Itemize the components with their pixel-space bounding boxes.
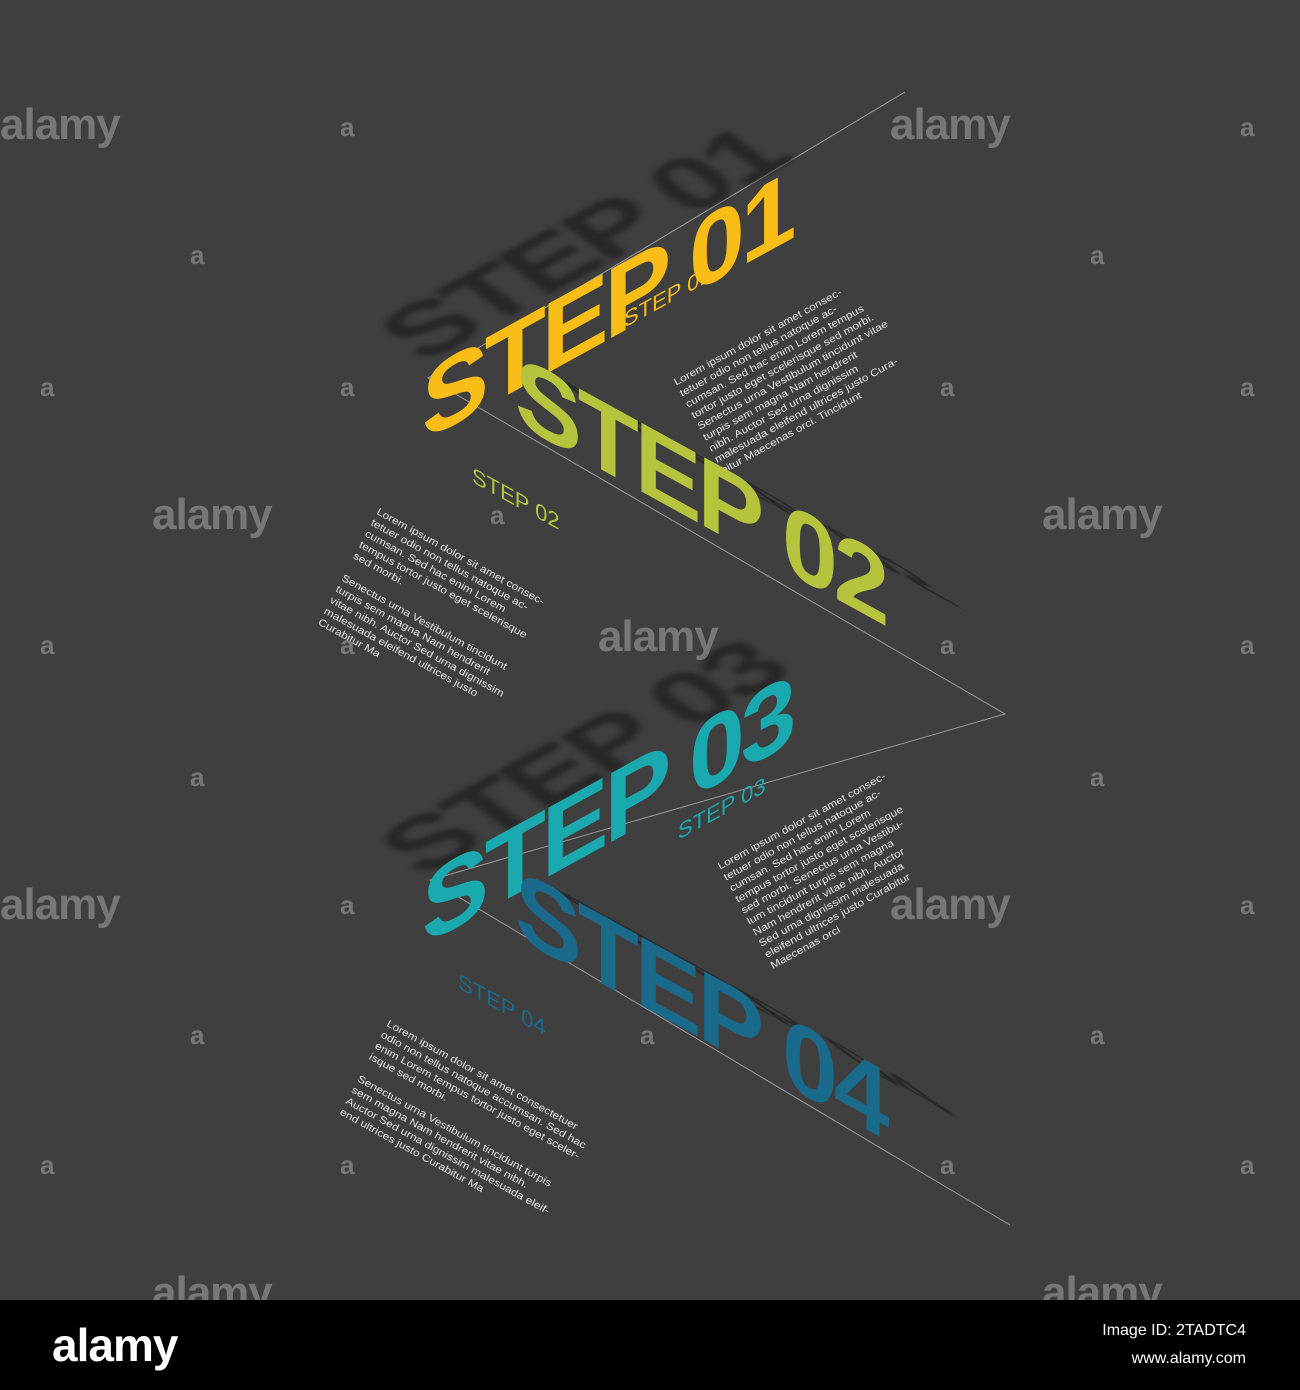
watermark-letter: a [190,1020,205,1050]
watermark-letter: a [1240,112,1255,142]
watermark-logo: alamy [598,612,719,661]
watermark-letter: a [1240,1150,1255,1180]
watermark-letter: a [40,372,55,402]
watermark-letter: a [1240,630,1255,660]
watermark-letter: a [340,630,355,660]
watermark-logo: alamy [1042,490,1163,539]
watermark-letter: a [340,112,355,142]
footer-bar: alamy Image ID: 2TADTC4 www.alamy.com [0,1300,1300,1390]
watermark-letter: a [340,1150,355,1180]
watermark-logo: alamy [890,100,1011,149]
watermark-logo: alamy [0,880,121,929]
watermark-letter: a [1090,762,1105,792]
watermark-logo: alamy [0,100,121,149]
watermark-letter: a [1240,372,1255,402]
footer-logo: alamy [52,1319,178,1371]
watermark-letter: a [40,1150,55,1180]
watermark-logo: alamy [152,490,273,539]
watermark-logo: alamy [890,880,1011,929]
image-id: Image ID: 2TADTC4 [1102,1322,1246,1339]
watermark-letter: a [40,630,55,660]
zigzag-guide-lines [427,91,1011,1226]
footer-url: www.alamy.com [1131,1350,1246,1367]
watermark-letter: a [640,1020,655,1050]
watermark-letter: a [940,372,955,402]
watermark-logo: alamy [152,1268,273,1300]
infographic-canvas: STEP 01 STEP 01 STEP 01 Lorem ipsum dolo… [0,91,1255,1300]
watermark-letter: a [940,630,955,660]
watermark-letter: a [340,372,355,402]
watermark-letter: a [940,1150,955,1180]
watermark-letter: a [490,500,505,530]
watermark-letter: a [1090,1020,1105,1050]
watermark-letter: a [190,762,205,792]
watermark-letter: a [340,890,355,920]
watermark-letter: a [1090,240,1105,270]
watermark-letter: a [190,240,205,270]
watermark-letter: a [1240,890,1255,920]
watermark-logo: alamy [1042,1268,1163,1300]
